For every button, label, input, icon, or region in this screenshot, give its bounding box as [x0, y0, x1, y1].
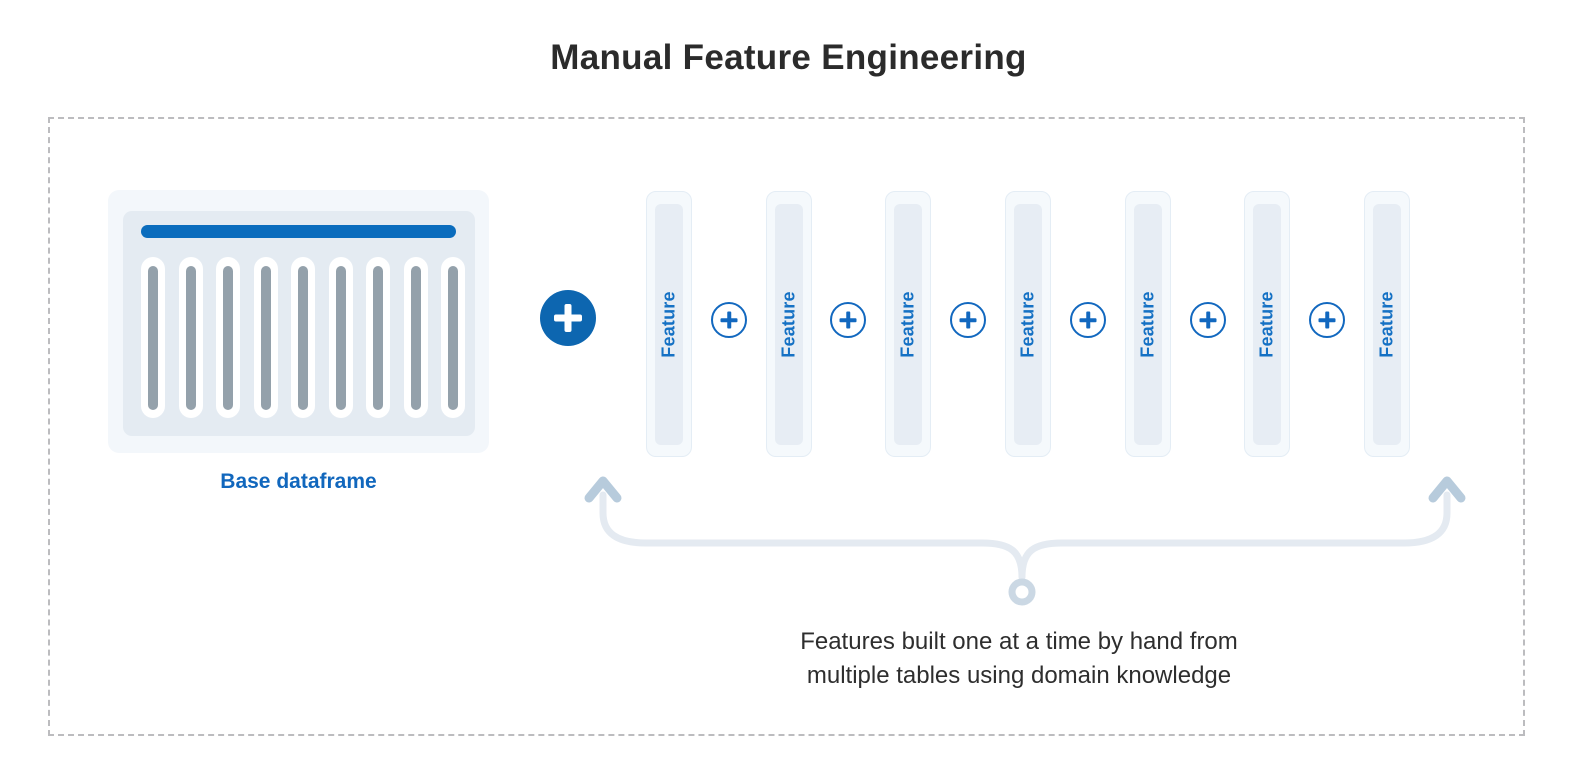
feature-bar-fill — [1253, 204, 1281, 445]
plus-circle-outline-icon — [950, 302, 986, 338]
feature-bar-fill — [1014, 204, 1042, 445]
caption-line-2: multiple tables using domain knowledge — [806, 662, 1232, 689]
dataframe-table — [123, 211, 475, 436]
column-bar — [148, 266, 158, 410]
base-dataframe-icon — [108, 190, 489, 453]
caption-line-1: Features built one at a time by hand fro… — [800, 628, 1238, 655]
plus-circle-outline-icon — [830, 302, 866, 338]
dataframe-columns — [141, 257, 465, 418]
feature-bar-fill — [1373, 204, 1401, 445]
feature-bar-label: Feature — [1256, 290, 1277, 358]
up-arrow-icon — [1428, 476, 1466, 503]
feature-bar: Feature — [646, 191, 692, 457]
feature-bar-fill — [1134, 204, 1162, 445]
column-bar — [373, 266, 383, 410]
column-bar — [335, 266, 346, 410]
caption: Features built one at a time by hand fro… — [719, 625, 1319, 693]
plus-circle-outline-icon — [711, 302, 747, 338]
column-bar — [223, 266, 233, 410]
column-bar — [298, 266, 308, 410]
feature-bar-fill — [894, 204, 922, 445]
plus-circle-outline-icon — [1070, 302, 1106, 338]
feature-bar: Feature — [1005, 191, 1051, 457]
dataframe-column — [403, 257, 428, 418]
column-bar — [185, 266, 196, 410]
feature-bar-label: Feature — [778, 290, 799, 358]
diagram-title: Manual Feature Engineering — [550, 38, 1027, 77]
plus-circle-outline-icon — [1309, 302, 1345, 338]
feature-bar-label: Feature — [1376, 290, 1397, 358]
feature-bar-label: Feature — [897, 290, 918, 358]
feature-bar: Feature — [1244, 191, 1290, 457]
feature-bar-fill — [655, 204, 683, 445]
feature-bar: Feature — [766, 191, 812, 457]
feature-bar-label: Feature — [1137, 290, 1158, 358]
feature-bar-fill — [775, 204, 803, 445]
column-bar — [260, 266, 271, 410]
dataframe-header-row — [141, 225, 456, 238]
column-bar — [448, 266, 458, 410]
feature-bar-label: Feature — [658, 290, 679, 358]
brace-ring-icon — [1008, 578, 1036, 606]
diagram-frame: Base dataframe Feature Feature Feature F… — [48, 117, 1525, 736]
dataframe-column — [141, 257, 165, 418]
dataframe-column — [328, 257, 353, 418]
dataframe-column — [291, 257, 315, 418]
curly-brace-arrows-icon — [584, 476, 1466, 606]
up-arrow-icon — [584, 476, 622, 503]
dataframe-column — [216, 257, 240, 418]
feature-bar: Feature — [1364, 191, 1410, 457]
feature-bar: Feature — [1125, 191, 1171, 457]
feature-bar-label: Feature — [1017, 290, 1038, 358]
base-dataframe-label: Base dataframe — [220, 470, 377, 493]
plus-circle-outline-icon — [1190, 302, 1226, 338]
feature-bar: Feature — [885, 191, 931, 457]
column-bar — [410, 266, 421, 410]
dataframe-column — [253, 257, 278, 418]
dataframe-column — [366, 257, 390, 418]
plus-circle-filled-icon — [540, 290, 596, 346]
dataframe-column — [441, 257, 465, 418]
dataframe-column — [178, 257, 203, 418]
